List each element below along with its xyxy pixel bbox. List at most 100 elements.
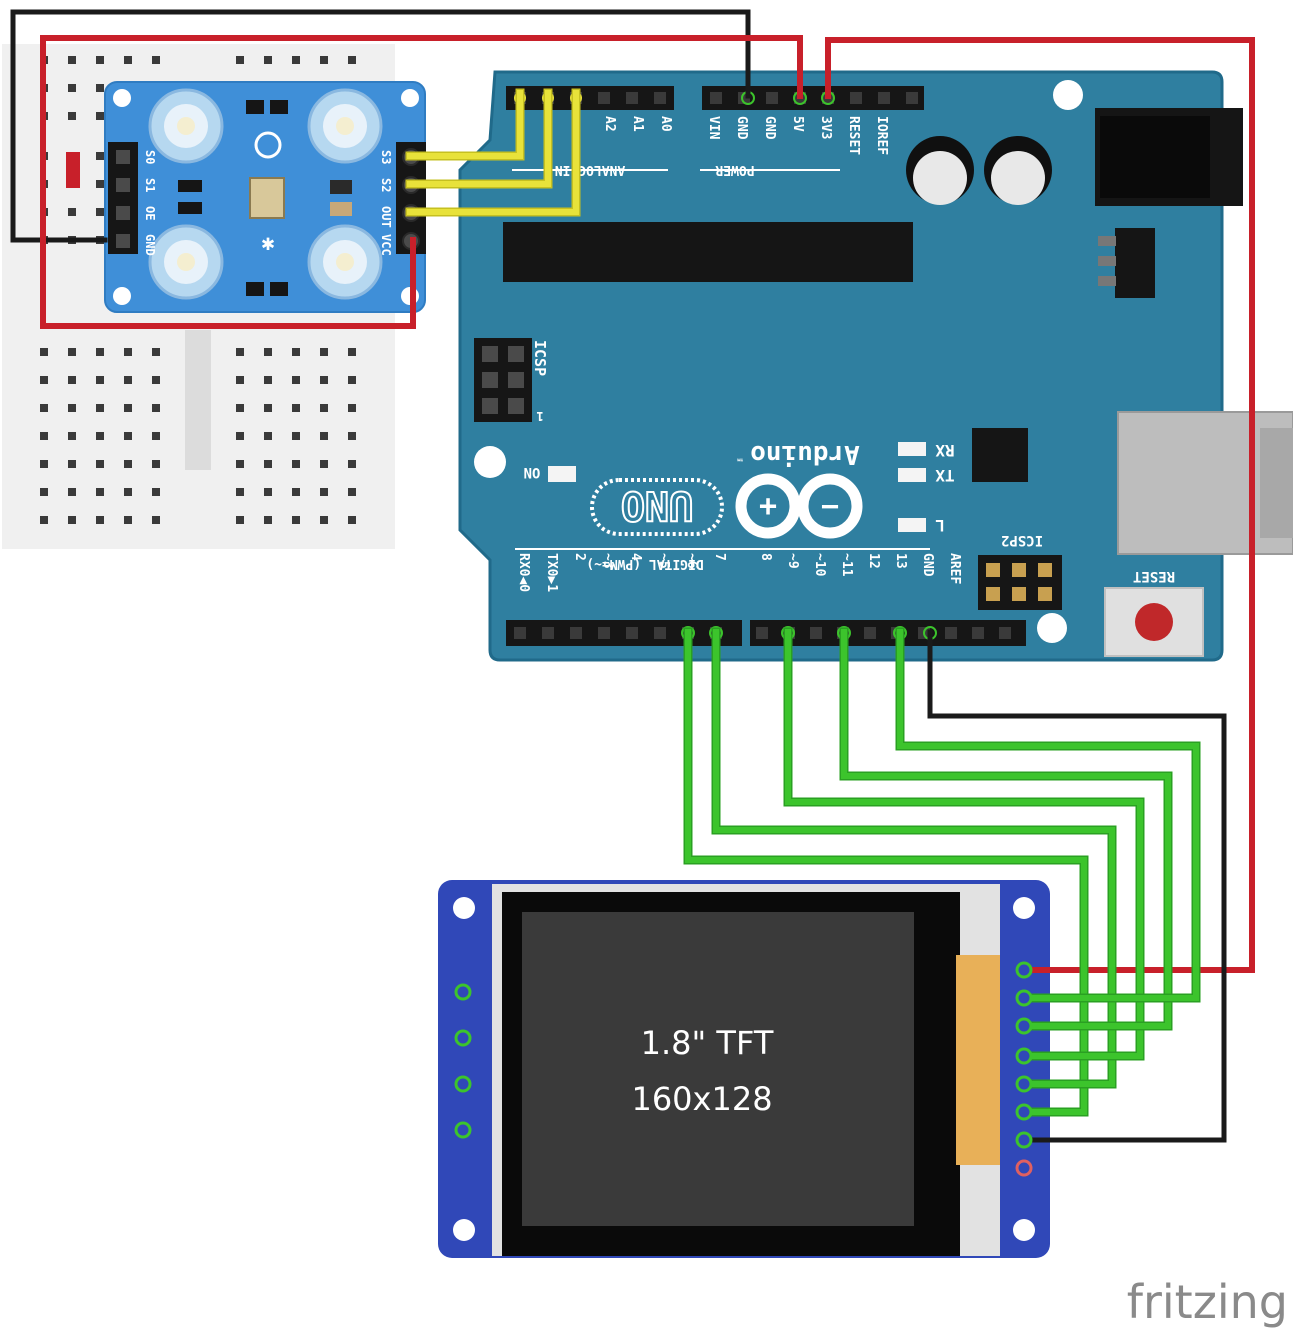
wire-red-5v [40, 35, 803, 329]
rx-label: RX [935, 441, 955, 460]
breadboard-hole [68, 460, 76, 468]
breadboard-hole [264, 56, 272, 64]
arduino-infinity-logo: + − [735, 473, 863, 539]
breadboard-hole [264, 516, 272, 524]
header-pin [598, 627, 610, 639]
breadboard-hole [68, 432, 76, 440]
breadboard-hole [68, 56, 76, 64]
tft-header-pin [1015, 1131, 1033, 1149]
breadboard-hole [236, 516, 244, 524]
breadboard-hole [96, 460, 104, 468]
icsp-pin [482, 372, 498, 388]
digital-pin-label: ~9 [785, 553, 800, 569]
sensor-pin-label: S3 [379, 150, 393, 164]
sensor-pin-label: OE [143, 206, 157, 220]
wire-green-core [713, 629, 1115, 1087]
header-pin [654, 627, 666, 639]
breadboard-hole [96, 348, 104, 356]
tft-display-module: 1.8" TFT 160x128 [438, 880, 1050, 1258]
arduino-brand: Arduino [750, 439, 860, 469]
tft-side-hole [454, 1121, 472, 1139]
header-pin [710, 92, 722, 104]
breadboard-hole [96, 112, 104, 120]
breadboard-hole [264, 376, 272, 384]
breadboard-hole [320, 56, 328, 64]
header-pin [626, 627, 638, 639]
breadboard-hole [96, 152, 104, 160]
breadboard-hole [236, 376, 244, 384]
breadboard-hole [264, 460, 272, 468]
breadboard-hole [68, 112, 76, 120]
arduino-tm: ™ [737, 451, 743, 462]
icsp2-pin [1012, 587, 1026, 601]
header-pin [864, 627, 876, 639]
sensor-led-die [336, 253, 354, 271]
sensor-pin [116, 178, 130, 192]
sensor-resistor [246, 282, 264, 296]
breadboard-hole [264, 404, 272, 412]
power-pin-label: 5V [790, 116, 805, 132]
breadboard-hole [348, 56, 356, 64]
tft-header-pin [1015, 989, 1033, 1007]
icsp2-label: ICSP2 [1001, 532, 1043, 548]
header-pin [756, 627, 768, 639]
breadboard-hole [124, 376, 132, 384]
svg-text:+: + [759, 489, 777, 524]
digital-pin-label: AREF [947, 553, 962, 584]
breadboard-hole [96, 432, 104, 440]
digital-pin-label: ~10 [812, 553, 827, 577]
breadboard-hole [124, 56, 132, 64]
header-pin [972, 627, 984, 639]
sensor-resistor [246, 100, 264, 114]
breadboard-hole [96, 56, 104, 64]
on-label: ON [524, 464, 541, 480]
icsp2-pin [1012, 563, 1026, 577]
digital-pin-label: ~6 [684, 553, 699, 569]
breadboard-hole [320, 460, 328, 468]
wire-green-core [897, 629, 1199, 1001]
header-pin [945, 627, 957, 639]
tft-header-pin [1015, 1103, 1033, 1121]
tft-side-hole [454, 1029, 472, 1047]
header-pin [626, 92, 638, 104]
power-pin-label: RESET [846, 116, 861, 155]
svg-text:−: − [821, 489, 839, 524]
icsp-pin [508, 346, 524, 362]
breadboard-hole [124, 488, 132, 496]
header-pin [906, 92, 918, 104]
sensor-pin-label: S1 [143, 178, 157, 192]
digital-pin-label: 4 [628, 553, 643, 561]
breadboard-hole [292, 348, 300, 356]
breadboard-hole [348, 516, 356, 524]
icsp2-pin [1038, 587, 1052, 601]
digital-pin-label: RX0◀0 [516, 553, 531, 592]
tx-label: TX [935, 466, 955, 485]
breadboard-hole [348, 432, 356, 440]
reset-label: RESET [1133, 568, 1175, 584]
breadboard-hole [292, 460, 300, 468]
breadboard-hole [236, 488, 244, 496]
header-pin [654, 92, 666, 104]
breadboard-hole [96, 404, 104, 412]
icsp-pin [508, 372, 524, 388]
svg-text:✱: ✱ [261, 231, 274, 256]
breadboard-hole [40, 488, 48, 496]
wire-green-core [841, 629, 1171, 1029]
breadboard-hole [152, 432, 160, 440]
power-title: POWER [715, 162, 754, 177]
power-pin-label: VIN [706, 116, 721, 140]
analog-title: ANALOG IN [555, 162, 626, 177]
breadboard-hole [236, 404, 244, 412]
breadboard-hole [152, 56, 160, 64]
digital-pin-label: ~5 [656, 553, 671, 569]
header-pin [598, 92, 610, 104]
breadboard-hole [68, 208, 76, 216]
header-pin [570, 627, 582, 639]
digital-pin-label: 13 [893, 553, 908, 569]
sensor-pin-label: GND [143, 234, 157, 256]
digital-pin-label: 2 [572, 553, 587, 561]
breadboard-hole [320, 516, 328, 524]
breadboard-hole [292, 56, 300, 64]
breadboard-hole [68, 84, 76, 92]
